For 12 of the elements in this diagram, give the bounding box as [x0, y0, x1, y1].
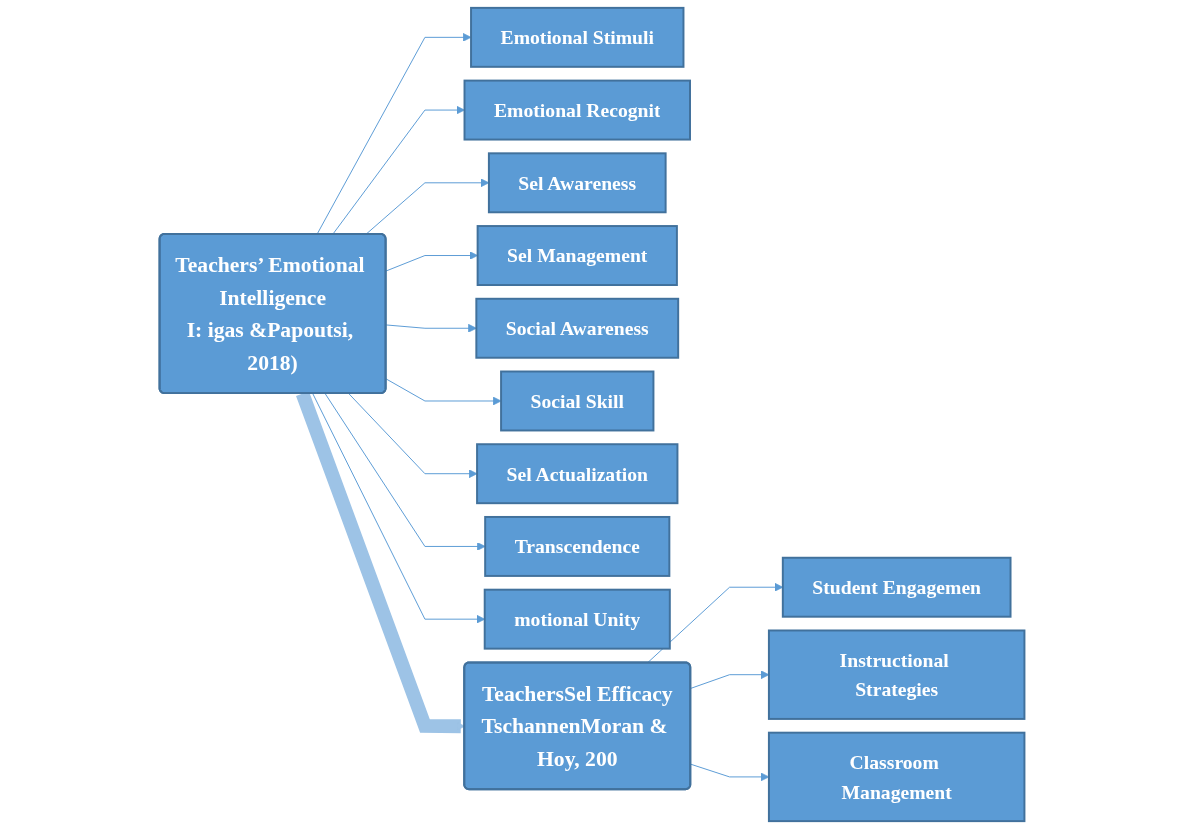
node-box: motional Unity	[483, 588, 671, 650]
node-box: Instructional Strategies	[767, 629, 1026, 720]
node-box: Social Skill	[500, 370, 655, 432]
node-box: Student Engagemen	[781, 556, 1012, 618]
node-box: Emotional Stimuli	[470, 6, 685, 68]
node-box: Sel Actualization	[476, 443, 679, 505]
node-box: Social Awareness	[475, 297, 680, 359]
node-box: Emotional Recognit	[463, 79, 691, 141]
node-box: Classroom Management	[767, 731, 1026, 823]
node-box: Transcendence	[484, 515, 671, 577]
node-box: Sel Management	[476, 225, 678, 286]
node-box: Sel Awareness	[487, 152, 667, 214]
